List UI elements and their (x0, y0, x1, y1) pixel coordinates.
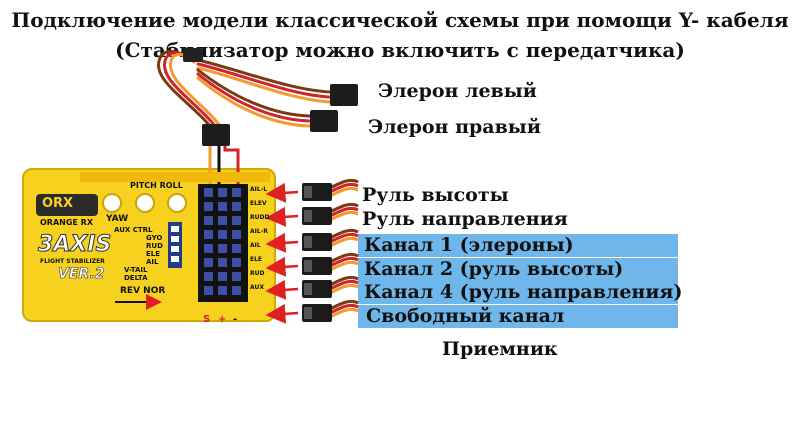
header-pin (204, 258, 213, 267)
tagline-text: FLIGHT STABILIZER (40, 258, 105, 265)
servo-plug (265, 228, 359, 253)
header-pin (218, 216, 227, 225)
mix-labels: V-TAIL DELTA (124, 266, 148, 282)
y-cable (156, 49, 332, 134)
ele-label: ELE (146, 250, 161, 258)
connection-arrow (265, 303, 299, 324)
aileron-left-label: Элерон левый (378, 80, 537, 102)
model-text: 3AXIS (37, 232, 112, 258)
y-cable-plug (202, 124, 230, 146)
connection-arrow (265, 279, 299, 300)
header-pin (218, 202, 227, 211)
pin-label: AIL-R (250, 228, 268, 235)
channel-2-highlight (358, 258, 678, 281)
free-channel-highlight (358, 305, 678, 328)
header-pin (232, 286, 241, 295)
channel-2-label: Канал 2 (руль высоты) (364, 258, 624, 280)
rev-nor-label: REV NOR (120, 286, 166, 296)
header-pin (218, 244, 227, 253)
vtail-label: V-TAIL (124, 266, 148, 274)
brand-text: ORX (42, 196, 74, 211)
elevator-label: Руль высоты (362, 184, 509, 206)
aileron-left-connector (330, 84, 358, 106)
y-junction-connector (183, 48, 203, 62)
yaw-label: YAW (106, 214, 129, 224)
header-pin (232, 272, 241, 281)
servo-plug (265, 202, 359, 227)
pin-label: AIL (250, 242, 261, 249)
channel-4-highlight (358, 281, 678, 304)
pitch-pot (135, 193, 155, 213)
brand-logo (36, 194, 98, 216)
polarity-plus: + (218, 314, 227, 325)
mode-labels: GYO RUD ELE AIL (146, 234, 163, 266)
servo-plug (265, 178, 359, 203)
header-pin (204, 188, 213, 197)
servo-plug (265, 275, 359, 300)
version-text: VER.2 (58, 266, 105, 283)
pin-label: AUX (250, 284, 264, 291)
polarity-s: S (203, 314, 211, 325)
pin-label: RUDD (250, 214, 270, 221)
header-pin (232, 230, 241, 239)
connection-arrow (265, 182, 299, 203)
channel-4-label: Канал 4 (руль направления) (364, 281, 683, 303)
servo-plug (265, 252, 359, 277)
header-pin (204, 230, 213, 239)
gyo-label: GYO (146, 234, 163, 242)
header-pin (232, 188, 241, 197)
servo-plug (265, 299, 359, 324)
plus-wire (223, 146, 240, 184)
rud-label: RUD (146, 242, 163, 250)
header-pin (232, 258, 241, 267)
pitch-roll-label: PITCH ROLL (130, 181, 183, 190)
aileron-right-connector (310, 110, 338, 132)
diagram-subtitle: (Стабилизатор можно включить с передатчи… (115, 38, 685, 62)
pin-label: ELEV (250, 200, 267, 207)
servo-header (198, 184, 248, 302)
pin-label: RUD (250, 270, 265, 277)
header-pin (232, 244, 241, 253)
header-pin (218, 286, 227, 295)
header-pin (218, 258, 227, 267)
connection-arrow (265, 206, 299, 227)
polarity-minus: - (233, 314, 238, 325)
delta-label: DELTA (124, 274, 148, 282)
header-pin (232, 216, 241, 225)
rudder-label: Руль направления (362, 208, 568, 230)
pin-label: ELE (250, 256, 263, 263)
pin-label: AIL-L (250, 186, 268, 193)
header-pin (204, 202, 213, 211)
yaw-pot (102, 193, 122, 213)
board-details (36, 172, 270, 310)
free-channel-label: Свободный канал (366, 305, 565, 327)
receiver-label: Приемник (442, 338, 558, 360)
header-pin (218, 230, 227, 239)
header-pin (204, 272, 213, 281)
roll-pot (167, 193, 187, 213)
header-pin (204, 244, 213, 253)
diagram-title: Подключение модели классической схемы пр… (11, 8, 789, 32)
aileron-right-label: Элерон правый (368, 116, 541, 138)
brand-sub: ORANGE RX (40, 218, 93, 227)
header-pin (218, 188, 227, 197)
header-pin (218, 272, 227, 281)
header-pin (204, 286, 213, 295)
header-pin (232, 202, 241, 211)
channel-1-highlight (358, 234, 678, 257)
aux-ctrl-label: AUX CTRL (114, 226, 153, 234)
connection-arrow (265, 256, 299, 277)
ail-label: AIL (146, 258, 159, 266)
connection-arrow (265, 232, 299, 253)
header-pin (204, 216, 213, 225)
channel-1-label: Канал 1 (элероны) (364, 234, 574, 256)
receiver-plugs (265, 178, 359, 324)
header-pins (204, 188, 241, 295)
